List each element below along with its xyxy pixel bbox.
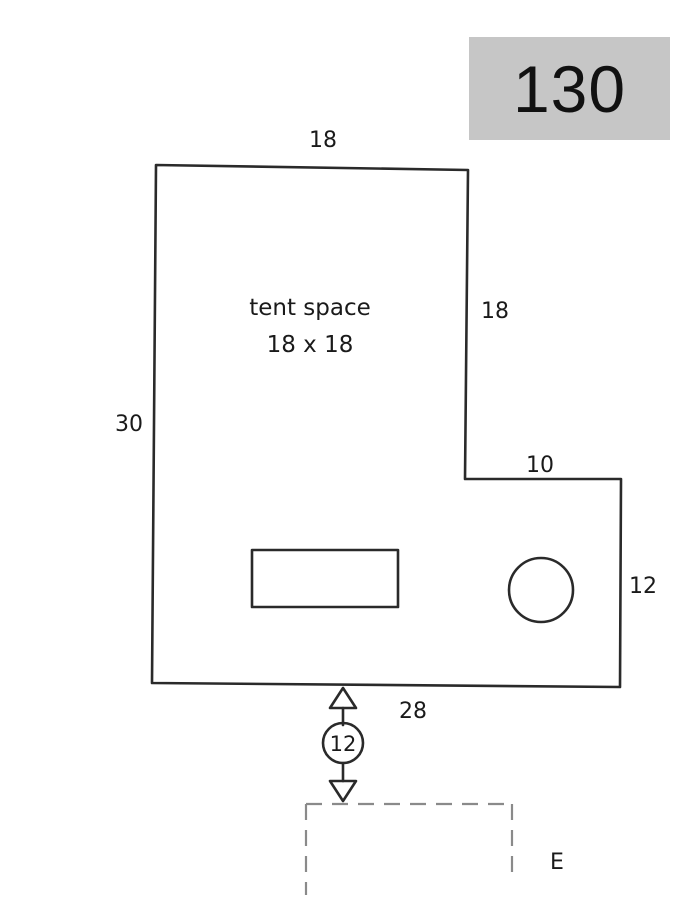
dimension-bottom: 28: [399, 699, 427, 724]
site-boundary: [150, 163, 623, 689]
dimension-step: 10: [526, 453, 554, 478]
site-number: 130: [512, 51, 627, 126]
site-number-badge: 130: [469, 37, 670, 140]
dimension-right-upper: 18: [481, 299, 509, 324]
parking-area-outline: [304, 802, 514, 895]
dimension-top: 18: [309, 128, 337, 153]
arrow-up-icon: [328, 686, 358, 710]
dimension-right-lower: 12: [629, 574, 657, 599]
fire-ring-icon: [507, 556, 575, 624]
picnic-table-icon: [250, 548, 400, 609]
compass-direction-label: E: [550, 850, 564, 875]
dimension-left: 30: [115, 412, 143, 437]
driveway-connector: [321, 686, 365, 803]
driveway-width-label: 12: [330, 732, 357, 756]
tent-space-title: tent space: [249, 295, 371, 321]
tent-space-size: 18 x 18: [267, 332, 354, 358]
arrow-down-icon: [328, 779, 358, 803]
